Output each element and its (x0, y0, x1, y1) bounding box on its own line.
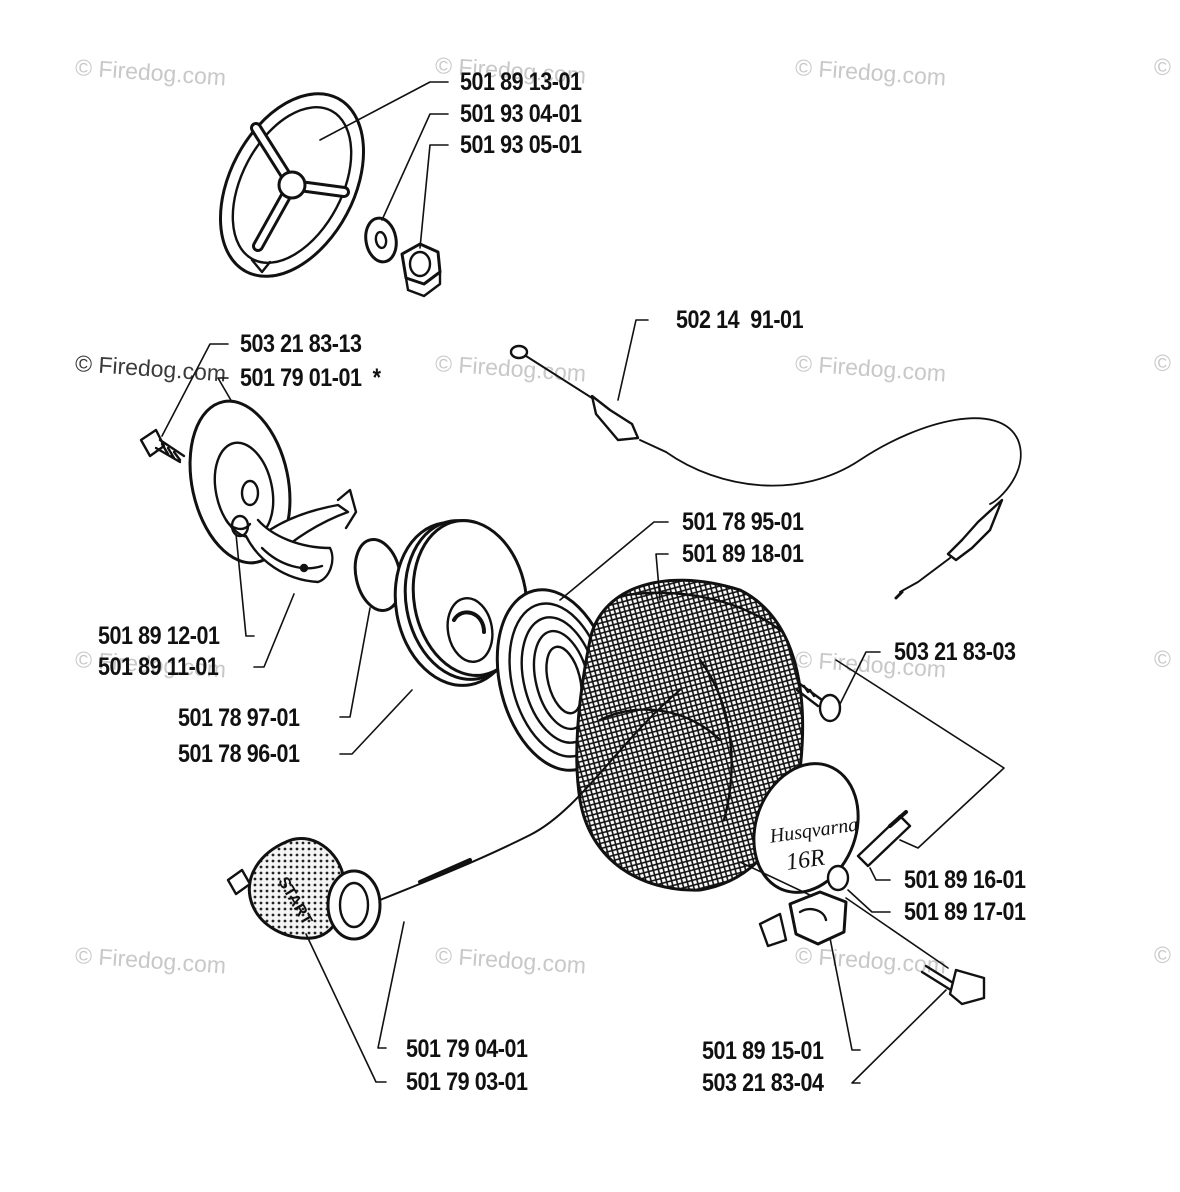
starter-pulley-part (218, 92, 366, 278)
part-number-label: 501 89 12-01 (98, 622, 220, 650)
part-number-label: 502 14 91-01 (676, 306, 804, 334)
part-number-label: 501 79 03-01 (406, 1068, 528, 1096)
part-number-label: 501 78 95-01 (682, 508, 804, 536)
pawl-part (230, 488, 358, 584)
watermark: © (1154, 54, 1171, 80)
starter-handle-part: START (226, 689, 681, 941)
part-number-label: 501 78 96-01 (178, 740, 300, 768)
part-number-label: 501 93 05-01 (460, 131, 582, 159)
part-number-label: 501 89 16-01 (904, 866, 1026, 894)
housing-screw-part (795, 682, 842, 723)
watermark: © (1154, 646, 1171, 672)
part-number-label: 501 89 15-01 (702, 1037, 824, 1065)
rope-pulley-part (393, 519, 529, 687)
leader-lines (161, 81, 1005, 1084)
starter-housing-part: Husqvarna 16R (575, 578, 860, 894)
watermark: © (1154, 942, 1171, 968)
part-number-label: 503 21 83-03 (894, 638, 1016, 666)
part-number-label: 503 21 83-13 (240, 330, 362, 358)
part-number-label: 501 79 04-01 (406, 1035, 528, 1063)
part-number-label: 501 89 17-01 (904, 898, 1026, 926)
cable-adjuster-part (758, 810, 986, 1006)
part-number-label: 501 93 04-01 (460, 100, 582, 128)
part-number-label: 501 78 97-01 (178, 704, 300, 732)
part-number-label: 503 21 83-04 (702, 1069, 824, 1097)
cover-model-text: 16R (784, 845, 826, 876)
nut-part (400, 242, 442, 298)
washer-part (364, 216, 398, 264)
part-number-label: 501 89 13-01 (460, 68, 582, 96)
part-number-label: 501 79 01-01 * (240, 364, 381, 392)
part-number-label: 501 89 18-01 (682, 540, 804, 568)
screw-part (139, 428, 186, 464)
watermark: © (1154, 350, 1171, 376)
cable-part (509, 344, 1022, 600)
part-number-label: 501 89 11-01 (98, 653, 219, 681)
